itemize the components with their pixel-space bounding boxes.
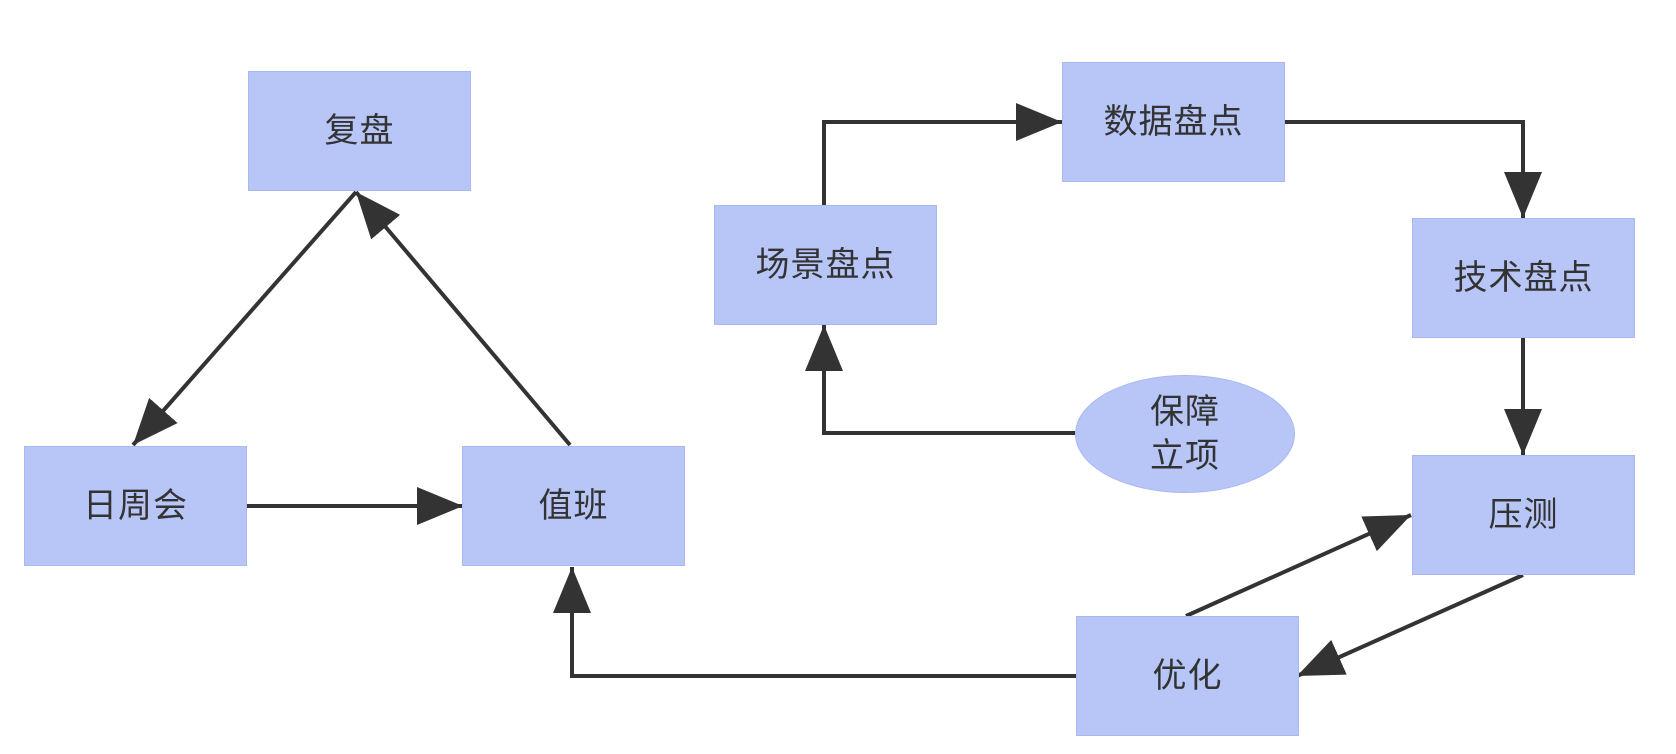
node-fupan-label: 复盘 xyxy=(324,111,395,151)
edge-zhiban-to-fupan xyxy=(354,190,572,447)
node-jishu: 技术盘点 xyxy=(1412,218,1635,338)
node-youhua-label: 优化 xyxy=(1152,656,1223,696)
node-baozhang: 保障 立项 xyxy=(1075,375,1295,493)
node-zhiban-label: 值班 xyxy=(538,486,609,526)
node-fupan: 复盘 xyxy=(248,71,471,191)
edge-youhua-to-yace xyxy=(1185,513,1412,618)
node-rizhouhui-label: 日周会 xyxy=(83,486,188,526)
edge-shuju-to-jishu xyxy=(1283,120,1542,218)
node-baozhang-label: 保障 立项 xyxy=(1150,392,1220,476)
edge-youhua-to-zhiban xyxy=(553,567,1076,678)
node-shuju-label: 数据盘点 xyxy=(1103,102,1244,142)
node-changjing: 场景盘点 xyxy=(714,205,937,325)
node-zhiban: 值班 xyxy=(462,446,685,566)
node-shuju: 数据盘点 xyxy=(1062,62,1285,182)
node-rizhouhui: 日周会 xyxy=(24,446,247,566)
edge-fupan-to-rizhouhui xyxy=(131,190,358,447)
edge-changjing-to-shuju xyxy=(822,103,1062,205)
node-youhua: 优化 xyxy=(1076,616,1299,736)
node-yace-label: 压测 xyxy=(1488,495,1559,535)
edge-yace-to-youhua xyxy=(1296,573,1524,678)
node-yace: 压测 xyxy=(1412,455,1635,575)
edge-baozhang-to-changjing xyxy=(805,325,1075,435)
node-jishu-label: 技术盘点 xyxy=(1453,258,1594,298)
node-changjing-label: 场景盘点 xyxy=(755,245,896,285)
